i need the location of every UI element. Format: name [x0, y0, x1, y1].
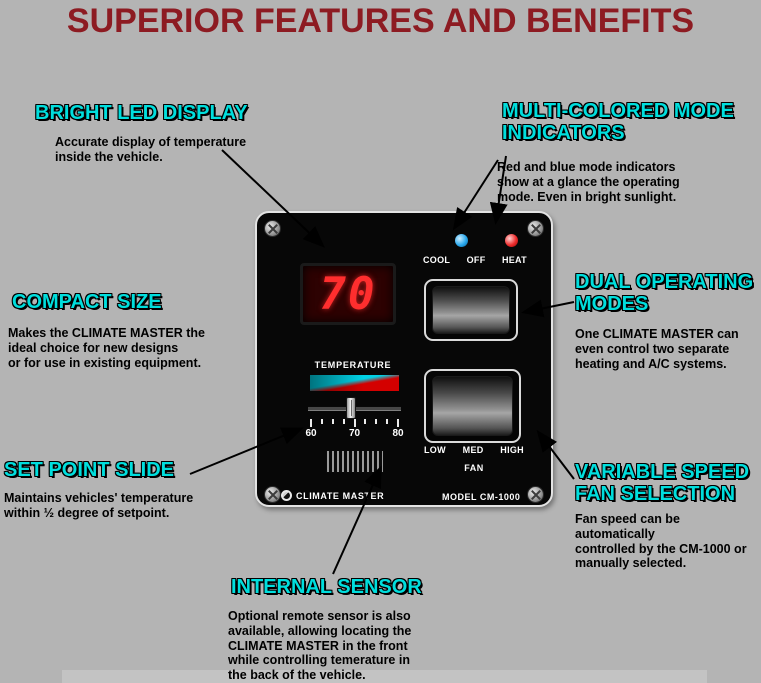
callout-body-variable-speed-fan: Fan speed can be automatically controlle…: [575, 512, 747, 571]
mode-label-off: OFF: [466, 255, 486, 265]
fan-speed-low: LOW: [424, 445, 446, 455]
callout-body-set-point-slide: Maintains vehicles' temperature within ½…: [4, 491, 194, 520]
brand-row: CLIMATE MASTER: [281, 490, 384, 501]
mode-label-cool: COOL: [423, 255, 451, 265]
temperature-scale-ticks: [310, 419, 399, 427]
scale-label-60: 60: [305, 428, 317, 439]
mode-label-heat: HEAT: [501, 255, 527, 265]
callout-heading-bright-led-display: BRIGHT LED DISPLAY: [35, 102, 248, 124]
callout-body-mode-indicators: Red and blue mode indicators show at a g…: [497, 160, 680, 204]
page-title: SUPERIOR FEATURES AND BENEFITS: [66, 2, 695, 40]
temperature-scale-label: TEMPERATURE: [314, 360, 392, 370]
mode-rocker-pad[interactable]: [432, 286, 510, 334]
scale-label-80: 80: [392, 428, 404, 439]
callout-heading-variable-speed-fan: VARIABLE SPEED FAN SELECTION: [575, 461, 750, 506]
callout-heading-internal-sensor: INTERNAL SENSOR: [231, 576, 422, 598]
fan-rocker-pad[interactable]: [432, 376, 513, 436]
fan-rocker-switch[interactable]: [424, 369, 521, 443]
callout-heading-compact-size: COMPACT SIZE: [12, 291, 162, 313]
callout-heading-set-point-slide: SET POINT SLIDE: [4, 459, 175, 481]
internal-sensor-grill: [326, 450, 384, 473]
heat-indicator-light: [505, 234, 518, 247]
set-point-slider-knob[interactable]: [346, 397, 356, 419]
cool-indicator-light: [455, 234, 468, 247]
control-panel: COOL OFF HEAT 70 TEMPERATURE 60 70 80: [255, 211, 553, 507]
brand-logo-icon: [281, 490, 292, 501]
model-number: MODEL CM-1000: [442, 492, 521, 502]
fan-label: FAN: [464, 463, 484, 473]
callout-heading-mode-indicators: MULTI-COLORED MODE INDICATORS: [502, 100, 734, 145]
bottom-strip: [62, 670, 707, 683]
callout-heading-dual-operating-modes: DUAL OPERATING MODES: [575, 271, 754, 316]
led-temperature-display: 70: [300, 263, 396, 325]
screw-icon: [264, 220, 281, 237]
temperature-gradient-bar: [310, 375, 399, 391]
screw-icon: [527, 220, 544, 237]
screw-icon: [527, 486, 544, 503]
scale-label-70: 70: [348, 428, 361, 439]
screw-icon: [264, 486, 281, 503]
callout-body-compact-size: Makes the CLIMATE MASTER the ideal choic…: [8, 326, 206, 370]
temperature-scale-numbers: 60 70 80: [301, 428, 408, 439]
fan-speed-high: HIGH: [500, 445, 524, 455]
fan-speed-labels: LOW MED HIGH: [424, 445, 524, 455]
fan-speed-med: MED: [462, 445, 484, 455]
callout-body-internal-sensor: Optional remote sensor is also available…: [228, 609, 412, 682]
callout-body-bright-led-display: Accurate display of temperature inside t…: [55, 135, 247, 164]
callout-body-dual-operating-modes: One CLIMATE MASTER can even control two …: [575, 327, 739, 371]
mode-labels: COOL OFF HEAT: [423, 255, 527, 265]
temperature-readout: 70: [319, 268, 377, 320]
mode-rocker-switch[interactable]: [424, 279, 518, 341]
brand-name: CLIMATE MASTER: [296, 490, 385, 501]
